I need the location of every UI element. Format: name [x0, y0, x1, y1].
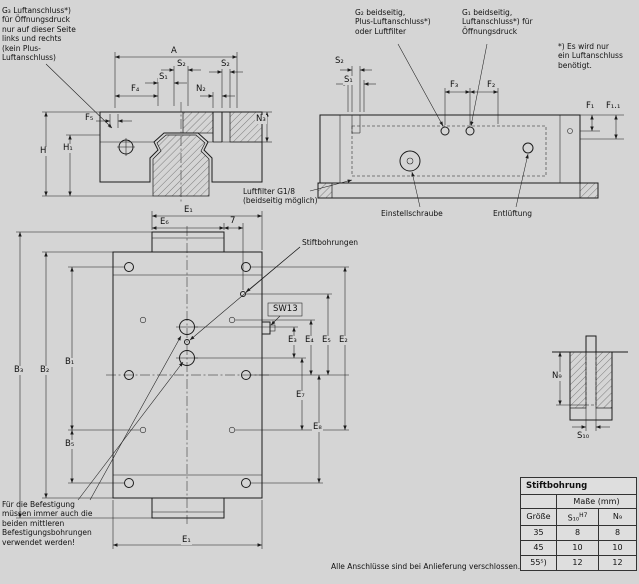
mounting-hole: [241, 262, 251, 272]
cell-groesse: 45: [521, 540, 557, 555]
note-anschluesse: Alle Anschlüsse sind bei Anlieferung ver…: [331, 562, 521, 571]
col-n9: N₉: [612, 511, 623, 521]
table-unit-spacer: [521, 495, 557, 508]
dim-e3: E₃: [287, 335, 298, 346]
guide-rail: [317, 182, 599, 199]
table-unit-header: Maße (mm): [573, 497, 620, 506]
dim-f5: F₅: [84, 113, 95, 124]
label-entlueftung: Entlüftung: [493, 209, 532, 218]
cell-groesse: 35: [521, 525, 557, 540]
note-befestigung: Für die Befestigung müssen immer auch di…: [2, 500, 93, 547]
befestigung-leader: [89, 335, 182, 501]
dim-e2: E₂: [338, 335, 349, 346]
front-view: [42, 52, 272, 203]
entlueftung-leader: [515, 153, 529, 208]
dim-f1-1: F₁.₁: [605, 101, 622, 112]
entlueftung-circle: [522, 142, 534, 154]
mounting-hole: [124, 262, 134, 272]
dim-b5: B₅: [64, 439, 76, 450]
sw13-callout-box: [267, 302, 303, 317]
dim-b1: B₁: [64, 357, 76, 368]
table-header-row: Größe S₁₀H7 N₉: [521, 509, 636, 526]
air-port-circle: [465, 126, 475, 136]
cell-n9: 10: [612, 543, 623, 553]
note-g1-luftanschluss: G₁ beidseitig, Luftanschluss*) für Öffnu…: [462, 8, 533, 36]
table-unit-row: Maße (mm): [521, 495, 636, 509]
top-view: [16, 211, 349, 549]
note-g2-luftanschluss: G₂ beidseitig, Plus-Luftanschluss*) oder…: [355, 8, 431, 36]
dim-a: A: [170, 46, 178, 57]
dim-s10: S₁₀: [576, 431, 591, 442]
stiftbohrungen-leader: [189, 246, 301, 341]
table-row: 45 10 10: [521, 540, 636, 556]
dim-s2: S₂: [176, 59, 187, 70]
air-port-circle: [440, 126, 450, 136]
dim-s2-right: S₂: [220, 59, 231, 70]
cell-n9: 12: [612, 558, 623, 568]
dim-f2: F₂: [486, 80, 497, 91]
note-luftfilter: Luftfilter G1/8 (beidseitig möglich): [243, 187, 318, 206]
cell-s10: 10: [557, 540, 599, 555]
dim-n3: N₃: [255, 114, 267, 125]
dim-e6: E₆: [159, 217, 170, 228]
table-row: 55⁵) 12 12: [521, 555, 636, 570]
dim-h: H: [39, 146, 48, 157]
label-stiftbohrungen: Stiftbohrungen: [302, 238, 359, 247]
label-einstellschraube: Einstellschraube: [381, 209, 443, 218]
dim-7: 7: [229, 216, 237, 227]
side-view: [309, 43, 624, 208]
dim-sw13: SW13: [272, 304, 299, 315]
dim-n9: N₉: [551, 371, 563, 382]
grease-nipple: [261, 321, 271, 335]
note-g3-luftanschluss: G₃ Luftanschluss*) für Öffnungsdruck nur…: [2, 6, 76, 62]
col-s10-sup: H7: [579, 511, 588, 519]
dim-side-s2: S₂: [334, 56, 345, 67]
dim-side-s1: S₁: [343, 75, 354, 86]
einstellschraube-circle: [399, 150, 421, 172]
pin: [585, 335, 597, 353]
detail-view: [552, 335, 628, 431]
befestigung-leader: [77, 361, 184, 501]
note-asterisk: *) Es wird nur ein Luftanschluss benötig…: [558, 42, 623, 70]
dim-h1: H₁: [62, 143, 74, 154]
dim-s1: S₁: [158, 72, 169, 83]
dim-e5: E₅: [321, 335, 332, 346]
dim-e8: E₈: [312, 422, 323, 433]
cell-s10: 12: [557, 555, 599, 570]
table-title: Stiftbohrung: [521, 478, 636, 495]
cell-groesse: 55⁵): [521, 555, 557, 570]
mounting-hole: [124, 370, 134, 380]
mounting-hole: [241, 478, 251, 488]
col-s10: S₁₀H7: [557, 509, 599, 525]
col-s10-base: S₁₀: [567, 513, 580, 523]
dim-f1: F₁: [585, 101, 596, 112]
pin-hole: [240, 291, 246, 297]
dim-b3: B₃: [13, 365, 25, 376]
dim-b2: B₂: [39, 365, 51, 376]
einstellschraube-leader: [411, 171, 421, 208]
g1-leader: [470, 43, 488, 127]
luftfilter-leader: [309, 179, 353, 192]
dim-e4: E₄: [304, 335, 315, 346]
table-row: 35 8 8: [521, 525, 636, 541]
dim-f3: F₃: [449, 80, 460, 91]
dim-e1-bottom: E₁: [181, 535, 192, 546]
g3-leader: [45, 63, 113, 129]
dim-e1-top: E₁: [183, 205, 194, 216]
dim-e7: E₇: [295, 390, 306, 401]
g2-leader: [397, 43, 444, 127]
stiftbohrung-table: Stiftbohrung Maße (mm) Größe S₁₀H7 N₉ 35…: [520, 477, 637, 571]
dim-n2: N₂: [195, 84, 207, 95]
rail-cross-section: [152, 134, 210, 197]
dim-f4: F₄: [130, 84, 141, 95]
cell-s10: 8: [557, 525, 599, 540]
mounting-hole: [241, 370, 251, 380]
mounting-hole: [124, 478, 134, 488]
cell-n9: 8: [614, 528, 621, 538]
col-groesse: Größe: [521, 509, 557, 525]
pin-hole: [184, 339, 190, 345]
